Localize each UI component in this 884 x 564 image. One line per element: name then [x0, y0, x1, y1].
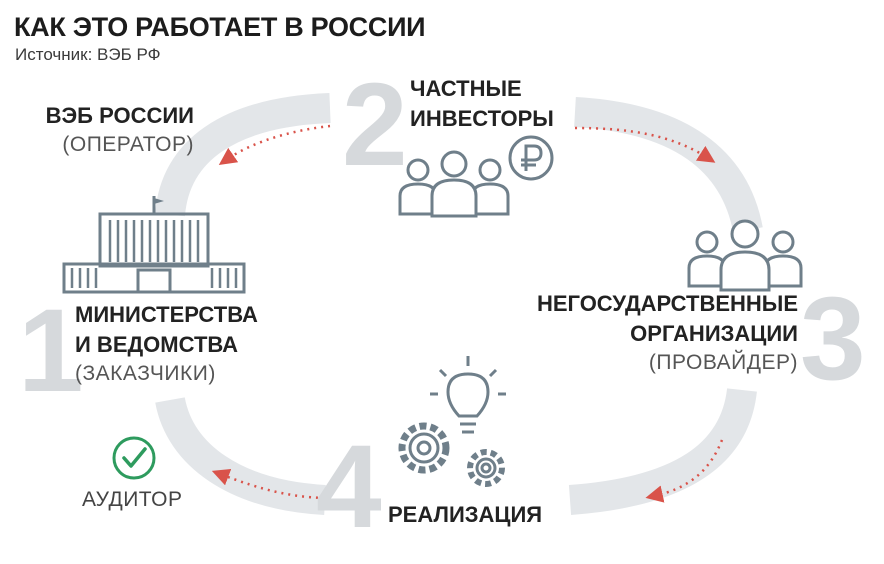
- step-3-label-line1: НЕГОСУДАРСТВЕННЫЕ: [536, 291, 798, 316]
- step-4-label: РЕАЛИЗАЦИЯ: [388, 502, 543, 527]
- lightbulb-icon: [430, 356, 506, 434]
- arrow-to-auditor: [211, 468, 326, 500]
- step-2-block: ЧАСТНЫЕ ИНВЕСТОРЫ: [410, 74, 554, 134]
- arrow-to-operator: [218, 124, 331, 165]
- flow-arrows: [211, 124, 724, 503]
- government-building-icon: [62, 196, 246, 294]
- operator-label: ВЭБ РОССИИ: [45, 103, 194, 128]
- step-number-2: 2: [342, 59, 408, 191]
- step-2-label-line1: ЧАСТНЫЕ: [410, 76, 522, 101]
- step-number-1: 1: [18, 285, 84, 417]
- step-2-label-line2: ИНВЕСТОРЫ: [410, 106, 554, 131]
- page-title: КАК ЭТО РАБОТАЕТ В РОССИИ: [14, 12, 426, 42]
- step-3-role: (ПРОВАЙДЕР): [648, 351, 798, 374]
- gears-icon: [398, 422, 505, 487]
- cycle-ring: [155, 93, 763, 515]
- source-note: Источник: ВЭБ РФ: [15, 45, 161, 64]
- ring-segment-bottom-right: [568, 387, 757, 515]
- step-1-label-line1: МИНИСТЕРСТВА: [75, 302, 258, 327]
- ring-segment-top-right: [574, 97, 763, 234]
- step-1-role: (ЗАКАЗЧИКИ): [75, 362, 216, 385]
- organizations-icon: [687, 219, 803, 292]
- step-1-label-line2: И ВЕДОМСТВА: [75, 332, 239, 357]
- investors-icon: [398, 150, 510, 218]
- operator-block: ВЭБ РОССИИ (ОПЕРАТОР): [46, 101, 194, 159]
- ring-segment-bottom-left: [155, 396, 326, 515]
- step-number-3: 3: [800, 273, 866, 405]
- auditor-label: АУДИТОР: [82, 488, 183, 511]
- checkmark-icon: [112, 436, 156, 480]
- ruble-icon: [508, 135, 554, 181]
- ring-segment-top-left: [155, 93, 331, 217]
- step-4-block: РЕАЛИЗАЦИЯ: [388, 500, 542, 530]
- step-3-label-line2: ОРГАНИЗАЦИИ: [630, 321, 798, 346]
- step-1-block: МИНИСТЕРСТВА И ВЕДОМСТВА (ЗАКАЗЧИКИ): [75, 300, 258, 388]
- operator-role: (ОПЕРАТОР): [62, 133, 194, 156]
- step-number-4: 4: [316, 421, 382, 553]
- step-3-block: НЕГОСУДАРСТВЕННЫЕ ОРГАНИЗАЦИИ (ПРОВАЙДЕР…: [537, 289, 798, 377]
